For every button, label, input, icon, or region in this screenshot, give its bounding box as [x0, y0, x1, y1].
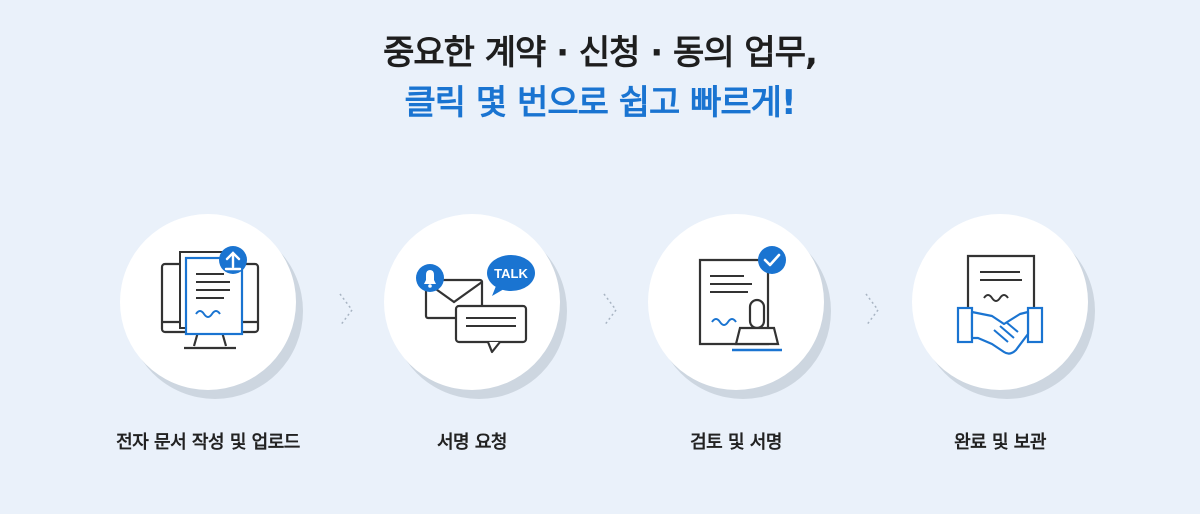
step-signature-request: TALK 서명 요청: [342, 214, 602, 474]
headline: 중요한 계약 · 신청 · 동의 업무, 클릭 몇 번으로 쉽고 빠르게!: [0, 30, 1200, 126]
step-circle: [648, 214, 824, 390]
step-label: 완료 및 보관: [954, 432, 1046, 453]
step-label: 서명 요청: [436, 432, 508, 453]
step-label: 전자 문서 작성 및 업로드: [116, 432, 300, 453]
document-stamp-check-icon: [698, 246, 786, 352]
step-circle: [120, 214, 296, 390]
document-handshake-icon: [956, 254, 1044, 355]
talk-badge: TALK: [494, 266, 528, 281]
step-label: 검토 및 서명: [690, 432, 782, 453]
chevron-right-icon: [865, 293, 879, 327]
headline-line-1: 중요한 계약 · 신청 · 동의 업무,: [383, 33, 818, 73]
step-circle: [912, 214, 1088, 390]
mail-talk-icon: TALK: [416, 255, 535, 354]
step-circle: TALK: [384, 214, 560, 390]
step-review-sign: 검토 및 서명: [606, 214, 866, 474]
chevron-right-icon: [339, 293, 353, 327]
chevron-right-icon: [603, 293, 617, 327]
headline-line-2: 클릭 몇 번으로 쉽고 빠르게!: [404, 83, 797, 123]
step-document-upload: 전자 문서 작성 및 업로드: [78, 214, 338, 474]
step-complete-archive: 완료 및 보관: [870, 214, 1130, 474]
monitor-document-upload-icon: [160, 246, 260, 350]
